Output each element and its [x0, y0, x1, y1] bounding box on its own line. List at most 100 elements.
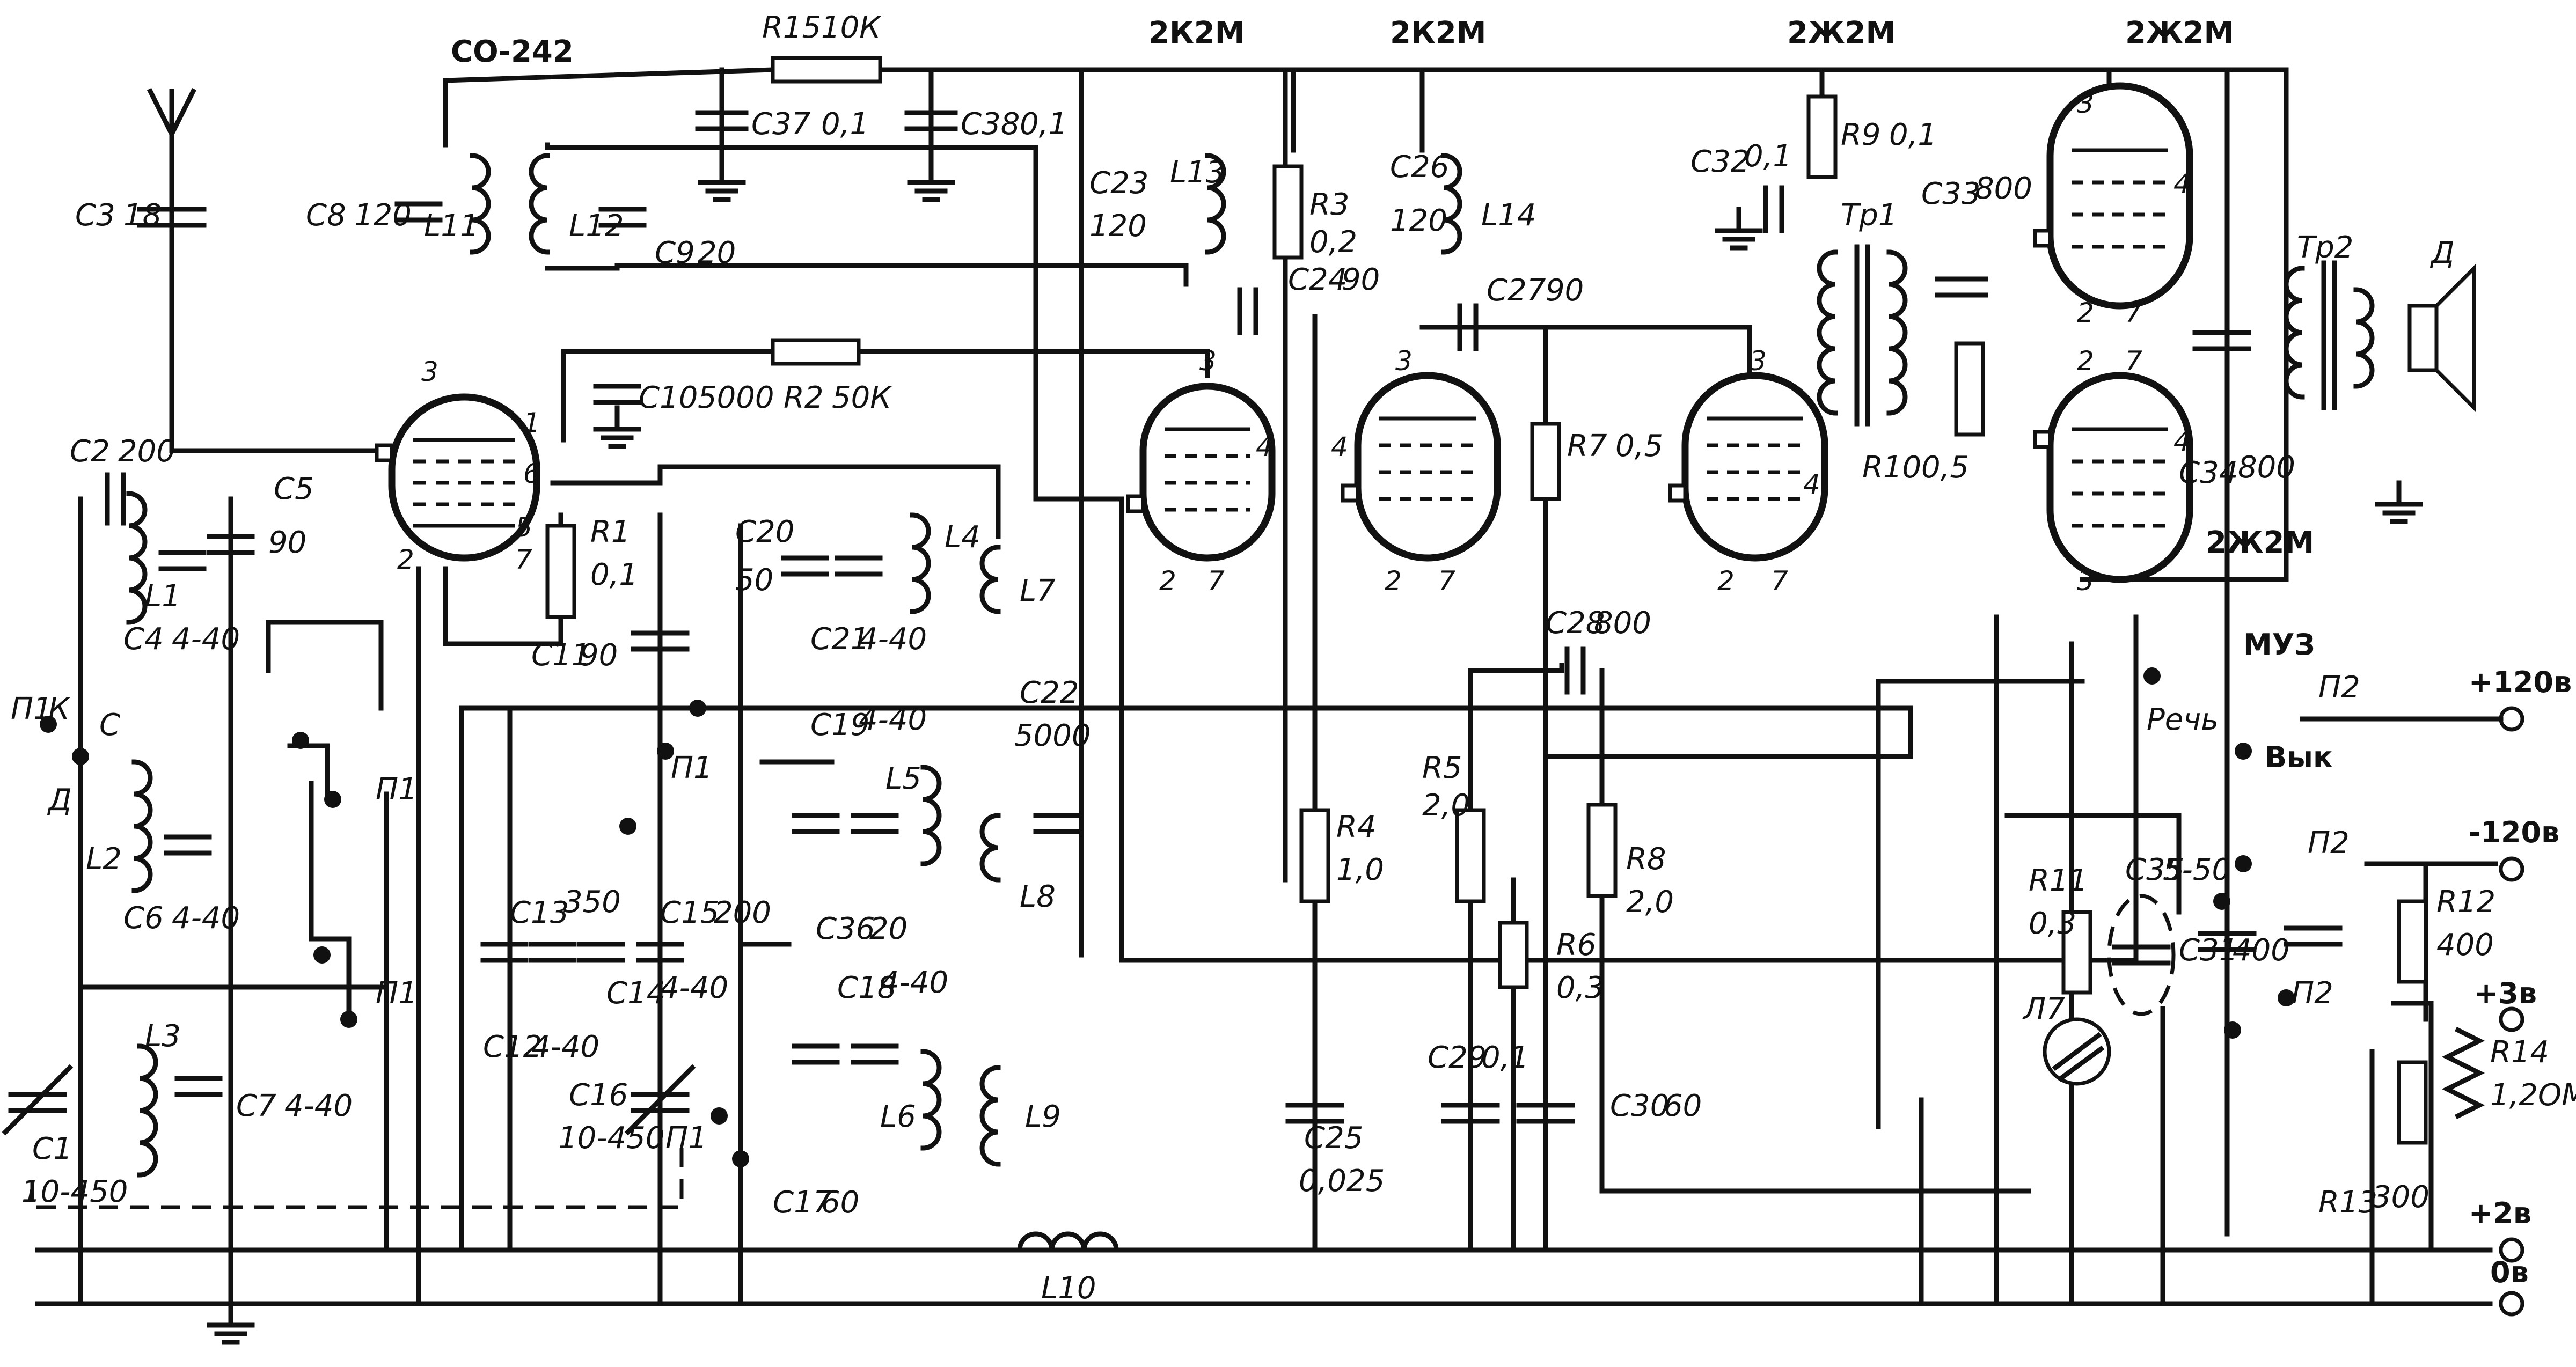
resistor-r3 [1272, 164, 1304, 260]
tube-label-v1: СО-242 [451, 34, 574, 69]
pin-v3-4: 4 [1331, 431, 1348, 462]
tube-label-v2: 2К2М [1148, 16, 1245, 50]
resistor-r1 [545, 524, 576, 619]
cap-c34-val: 800 [2238, 450, 2295, 485]
tube-v2 [1126, 383, 1276, 562]
cap-c4-ref: C4 [123, 622, 164, 657]
inductor-l12 [529, 153, 550, 255]
pin-v4-7: 7 [1771, 565, 1788, 597]
resistor-r7 [1530, 422, 1561, 501]
cap-c10-val: 5000 [698, 380, 774, 415]
res-r10-ref: R10 [1862, 450, 1921, 485]
resistor-r6 [1498, 921, 1529, 989]
cap-c25-val: 0,025 [1299, 1164, 1385, 1199]
cap-c15-ref: C15 [660, 895, 719, 930]
cap-c28-val: 800 [1594, 606, 1651, 641]
wiring [35, 67, 2498, 1306]
cap-c29-val: 0,1 [1481, 1040, 1529, 1075]
cap-c26-ref: C26 [1390, 150, 1449, 185]
res-r4-ref: R4 [1336, 810, 1377, 844]
ind-l8: L8 [1020, 879, 1056, 914]
res-r10-val: 0,5 [1921, 450, 1969, 485]
transformer-tr1 [1817, 244, 1908, 427]
ind-l5: L5 [885, 761, 921, 796]
cap-c23-ref: C23 [1089, 166, 1148, 201]
pin-v5-4: 4 [2174, 168, 2191, 200]
cap-c13-ref: C13 [510, 895, 569, 930]
res-r11-val: 0,3 [2029, 906, 2076, 941]
tube-label-v5: 2Ж2М [2125, 16, 2234, 50]
pin-v2-3: 3 [1199, 346, 1217, 377]
resistor-r11 [2061, 910, 2092, 995]
cap-c7-ref: C7 [236, 1089, 276, 1123]
transformer-tr2 [2284, 260, 2375, 410]
labels: СО-242 2К2М 2К2М 2Ж2М 2Ж2М 2Ж2М C3 18 C2… [11, 10, 2576, 1306]
cap-c15-val: 200 [714, 895, 771, 930]
pin-v2-4: 4 [1256, 431, 1273, 462]
cap-c23-val: 120 [1089, 209, 1147, 244]
inductor-l10 [1017, 1231, 1119, 1253]
cap-c9-ref: C9 [655, 236, 695, 270]
pin-v3-7: 7 [1438, 565, 1455, 597]
cap-c32-ref: C32 [1690, 144, 1750, 179]
cap-c31-ref: C31 [2179, 933, 2238, 968]
cap-c20-val: 50 [735, 563, 773, 598]
cap-c11-val: 90 [580, 638, 618, 673]
tube-v4 [1668, 372, 1828, 562]
cap-c38-ref: C38 [961, 107, 1020, 142]
res-r15-ref: R15 [762, 10, 821, 45]
ind-l3: L3 [145, 1019, 181, 1054]
capacitors [2, 110, 2343, 1136]
pin-v6-2: 2 [2077, 346, 2094, 377]
ind-l2: L2 [86, 842, 122, 877]
cap-c7-val: 4-40 [284, 1089, 353, 1123]
cap-c15b-val: 4-40 [660, 971, 728, 1005]
ind-l14: L14 [1481, 198, 1536, 233]
pin-v5-7: 7 [2125, 297, 2142, 328]
resistor-r15 [771, 56, 882, 84]
pin-v1-1: 1 [523, 407, 540, 438]
res-r12-ref: R12 [2436, 885, 2496, 920]
speaker-label: Д [2429, 236, 2455, 270]
inductor-l3 [137, 1043, 158, 1178]
res-r7-ref: R7 [1567, 429, 1607, 464]
resistor-r8 [1586, 803, 1618, 898]
res-r6-ref: R6 [1556, 928, 1597, 962]
terminal-zero: 0в [2490, 1255, 2529, 1289]
ind-l10: L10 [1041, 1271, 1096, 1306]
switch-p1-b: П1 [376, 772, 418, 807]
cap-c5-ref: C5 [274, 472, 314, 506]
cap-c3-ref: C3 [75, 198, 115, 233]
cap-c22-val: 5000 [1014, 718, 1091, 753]
switch-p2-b: П2 [2308, 826, 2350, 861]
switch-speech: Речь [2147, 702, 2219, 737]
cap-c31-val: 400 [2233, 933, 2290, 968]
cap-c14-ref: C14 [606, 976, 665, 1011]
cap-c2-ref: C2 [70, 434, 110, 469]
antenna-icon [147, 87, 197, 212]
switch-contacts [40, 667, 2295, 1167]
res-r2-val: 50К [832, 380, 892, 415]
cap-c29-ref: C29 [1428, 1040, 1487, 1075]
switch-p2-c: П2 [2292, 976, 2333, 1011]
cap-c12-ref: C12 [483, 1030, 542, 1064]
switch-pos-c: С [99, 708, 120, 743]
cap-c1-val: 10-450 [21, 1174, 128, 1209]
switch-p2-a: П2 [2318, 670, 2360, 705]
cap-c11-ref: C11 [531, 638, 590, 673]
cap-c18-ref: C18 [837, 971, 896, 1005]
ind-l6: L6 [880, 1099, 916, 1134]
cap-c24-ref: C24 [1288, 262, 1347, 297]
cap-c25-ref: C25 [1304, 1121, 1363, 1156]
res-r13-val: 300 [2372, 1180, 2429, 1215]
cap-c12-val: 4-40 [531, 1030, 599, 1064]
terminal-plus120: +120в [2469, 665, 2572, 699]
cap-c17-val: 60 [821, 1185, 859, 1220]
inductor-l7 [979, 545, 1001, 614]
cap-c6-ref: C6 [123, 901, 164, 936]
res-r4-val: 1,0 [1336, 852, 1384, 887]
terminal-plus2: +2в [2469, 1196, 2531, 1230]
cap-c28-ref: C28 [1546, 606, 1605, 641]
resistor-r5 [1455, 808, 1486, 903]
cap-c19-val: 4-40 [859, 702, 927, 737]
